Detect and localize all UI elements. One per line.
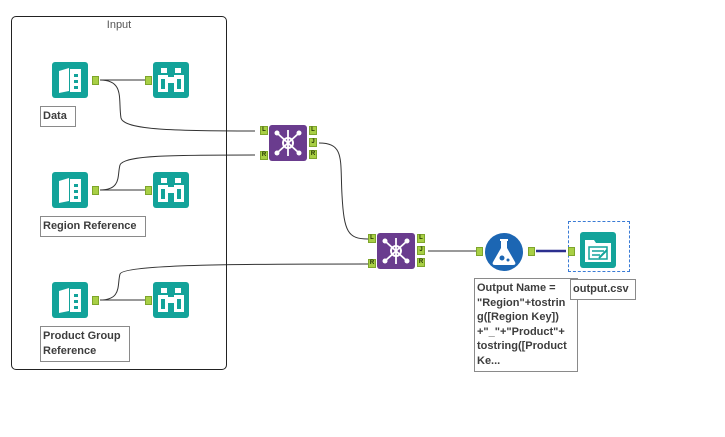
connection-data-to-join1: [99, 79, 256, 132]
join2-join-output-anchor[interactable]: J: [417, 246, 425, 255]
container-title: Input: [106, 19, 132, 31]
join2-left-output-anchor[interactable]: L: [417, 234, 425, 243]
input-data-icon: [52, 62, 88, 98]
tool-label-region-reference: Region Reference: [40, 216, 146, 237]
join-icon: [269, 125, 307, 161]
input-tool-product-group-reference[interactable]: [52, 282, 88, 323]
formula-flask-icon: [485, 233, 523, 271]
input-tool-region-reference[interactable]: [52, 172, 88, 213]
join2-right-output-anchor[interactable]: R: [417, 258, 425, 267]
selection-outline: [568, 221, 630, 272]
input-anchor[interactable]: [145, 76, 152, 85]
browse-binoculars-icon: [153, 172, 189, 208]
join1-join-output-anchor[interactable]: J: [309, 138, 317, 147]
join1-right-anchor[interactable]: R: [260, 151, 268, 160]
input-anchor[interactable]: [145, 296, 152, 305]
join1-left-anchor[interactable]: L: [260, 126, 268, 135]
connection-product-to-join2: [99, 263, 369, 301]
join-tool-1[interactable]: [269, 125, 307, 166]
browse-binoculars-icon: [153, 282, 189, 318]
join-tool-2[interactable]: [377, 233, 415, 274]
formula-tool[interactable]: [484, 232, 524, 277]
connection-region-to-join1: [99, 154, 256, 191]
join2-left-anchor[interactable]: L: [368, 234, 376, 243]
formula-output-anchor[interactable]: [528, 247, 535, 256]
browse-binoculars-icon: [153, 62, 189, 98]
browse-tool-2[interactable]: [153, 172, 189, 213]
output-input-anchor[interactable]: [568, 247, 575, 256]
tool-label-product-group-reference: Product Group Reference: [40, 326, 130, 362]
browse-tool-1[interactable]: [153, 62, 189, 103]
join-icon: [377, 233, 415, 269]
output-data-icon: [580, 232, 616, 268]
input-data-icon: [52, 282, 88, 318]
input-anchor[interactable]: [145, 186, 152, 195]
join1-right-output-anchor[interactable]: R: [309, 150, 317, 159]
output-anchor[interactable]: [92, 186, 99, 195]
input-data-icon: [52, 172, 88, 208]
tool-label-data: Data: [40, 106, 76, 127]
input-container[interactable]: Input: [11, 16, 227, 370]
input-tool-data[interactable]: [52, 62, 88, 103]
connection-join1-to-join2: [318, 142, 369, 240]
browse-tool-3[interactable]: [153, 282, 189, 323]
join2-right-anchor[interactable]: R: [368, 259, 376, 268]
join1-left-output-anchor[interactable]: L: [309, 126, 317, 135]
tool-label-formula: Output Name = "Region"+tostrin g([Region…: [474, 278, 578, 372]
tool-label-output: output.csv: [570, 279, 636, 300]
output-anchor[interactable]: [92, 296, 99, 305]
output-anchor[interactable]: [92, 76, 99, 85]
formula-input-anchor[interactable]: [476, 247, 483, 256]
output-tool[interactable]: [580, 232, 616, 273]
